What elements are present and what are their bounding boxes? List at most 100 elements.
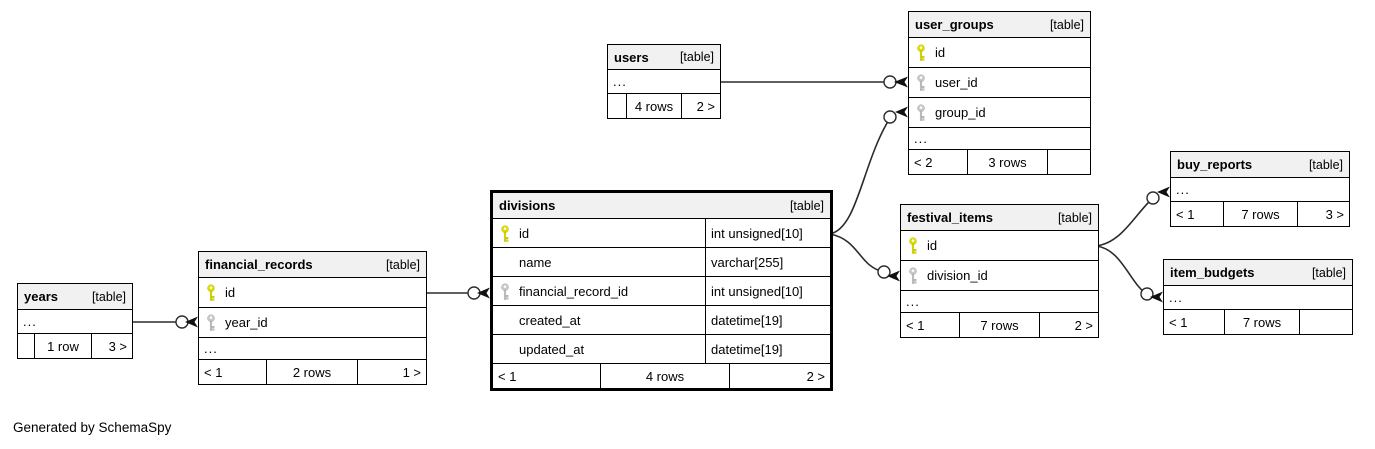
edge-crowfoot — [477, 287, 490, 299]
footer-children: 2 > — [1074, 317, 1093, 333]
foreign-key-icon — [207, 314, 215, 331]
footer-parents: < 2 — [909, 150, 968, 174]
column-name: name — [519, 254, 552, 270]
table-footer: < 2 3 rows — [909, 150, 1090, 174]
foreign-key-icon — [501, 282, 509, 300]
footer-children: 2 > — [806, 368, 825, 384]
column-row-created_at: created_at datetime[19] — [493, 306, 830, 335]
footer-children: 2 > — [696, 98, 715, 114]
table-tag: [table] — [1049, 17, 1084, 32]
table-name: years — [24, 289, 58, 304]
table-header: years [table] — [18, 284, 132, 310]
edge-festival_items-to-buy_reports — [1095, 197, 1154, 247]
primary-key-icon — [917, 44, 925, 61]
footer-rows: 3 rows — [968, 150, 1048, 174]
edge-crowfoot — [895, 106, 908, 118]
edge-crowfoot — [185, 316, 198, 328]
column-type: varchar[255] — [705, 248, 830, 276]
column-name: id — [927, 238, 938, 253]
table-node-years[interactable]: years [table] ... 1 row 3 > — [17, 283, 133, 359]
footer-rows: 1 row — [35, 334, 92, 358]
column-row-financial_record_id: financial_record_id int unsigned[10] — [493, 277, 830, 306]
column-row-year_id: year_id — [199, 308, 426, 338]
edge-odot — [175, 315, 189, 329]
ellipsis-row: ... — [199, 338, 426, 360]
column-type: int unsigned[10] — [705, 219, 830, 247]
edge-festival_items-to-item_budgets — [1095, 245, 1148, 295]
column-row-name: name varchar[255] — [493, 248, 830, 277]
table-tag: [table] — [1311, 265, 1346, 280]
table-header: festival_items [table] — [901, 205, 1098, 231]
edge-crowfoot — [894, 76, 908, 88]
footer-parents: < 1 — [1171, 202, 1224, 226]
footer-children — [1048, 150, 1090, 174]
table-node-item_budgets[interactable]: item_budgets [table] ... < 1 7 rows — [1163, 259, 1353, 335]
table-name: financial_records — [205, 257, 313, 272]
edge-crowfoot — [887, 270, 900, 282]
edge-divisions-to-user_groups — [829, 117, 891, 235]
table-header: user_groups [table] — [909, 12, 1090, 38]
column-name: id — [519, 225, 530, 241]
column-type: int unsigned[10] — [705, 277, 830, 305]
footer-rows: 7 rows — [1225, 310, 1300, 334]
footer-rows: 2 rows — [267, 360, 358, 384]
table-node-festival_items[interactable]: festival_items [table] id division_id ..… — [900, 204, 1099, 338]
footer-parents: < 1 — [199, 360, 267, 384]
edge-odot — [877, 265, 891, 279]
footer-rows: 4 rows — [601, 364, 730, 388]
footer-children: 3 > — [108, 338, 127, 354]
table-footer: < 1 7 rows — [1164, 310, 1352, 334]
table-name: users — [614, 49, 649, 65]
table-node-user_groups[interactable]: user_groups [table] id user_id group_id … — [908, 11, 1091, 175]
table-name: buy_reports — [1177, 157, 1253, 172]
table-node-users[interactable]: users [table] ... 4 rows 2 > — [607, 44, 721, 119]
table-header: buy_reports [table] — [1171, 152, 1349, 178]
footer-parents: < 1 — [1164, 310, 1225, 334]
table-tag: [table] — [385, 257, 420, 272]
edge-odot — [467, 286, 481, 300]
footer-rows: 7 rows — [960, 313, 1040, 337]
column-row-id: id int unsigned[10] — [493, 219, 830, 248]
table-tag: [table] — [679, 50, 714, 64]
foreign-key-icon — [917, 104, 925, 121]
column-row-group_id: group_id — [909, 98, 1090, 128]
column-name: financial_record_id — [519, 283, 629, 299]
primary-key-icon — [207, 284, 215, 301]
table-footer: 4 rows 2 > — [608, 94, 720, 118]
footer-parents: < 1 — [493, 364, 601, 388]
generated-by-caption: Generated by SchemaSpy — [13, 420, 172, 435]
column-name: id — [225, 285, 236, 300]
footer-parents — [18, 334, 35, 358]
table-footer: 1 row 3 > — [18, 334, 132, 358]
table-tag: [table] — [789, 198, 824, 213]
ellipsis-row: ... — [901, 291, 1098, 313]
footer-rows: 7 rows — [1224, 202, 1298, 226]
edge-odot — [883, 110, 897, 124]
edge-odot — [1140, 287, 1154, 301]
edge-crowfoot — [1150, 291, 1163, 303]
foreign-key-icon — [909, 267, 917, 284]
footer-children — [1300, 310, 1352, 334]
column-row-updated_at: updated_at datetime[19] — [493, 335, 830, 364]
column-row-user_id: user_id — [909, 68, 1090, 98]
footer-parents — [608, 94, 627, 118]
table-node-buy_reports[interactable]: buy_reports [table] ... < 1 7 rows 3 > — [1170, 151, 1350, 227]
column-type: datetime[19] — [705, 335, 830, 363]
footer-rows: 4 rows — [627, 94, 682, 118]
table-tag: [table] — [91, 289, 126, 304]
primary-key-icon — [501, 224, 509, 242]
table-node-financial_records[interactable]: financial_records [table] id year_id ...… — [198, 251, 427, 385]
table-node-divisions[interactable]: divisions [table] id int unsigned[10] na… — [490, 190, 833, 391]
table-name: festival_items — [907, 210, 993, 225]
table-header: users [table] — [608, 45, 720, 70]
table-name: user_groups — [915, 17, 994, 32]
edge-odot — [883, 75, 897, 89]
table-footer: < 1 2 rows 1 > — [199, 360, 426, 384]
table-header: item_budgets [table] — [1164, 260, 1352, 286]
table-tag: [table] — [1057, 210, 1092, 225]
column-row-id: id — [199, 278, 426, 308]
table-header: divisions [table] — [493, 193, 830, 219]
column-name: division_id — [927, 268, 988, 283]
column-row-id: id — [901, 231, 1098, 261]
ellipsis-row: ... — [909, 128, 1090, 150]
